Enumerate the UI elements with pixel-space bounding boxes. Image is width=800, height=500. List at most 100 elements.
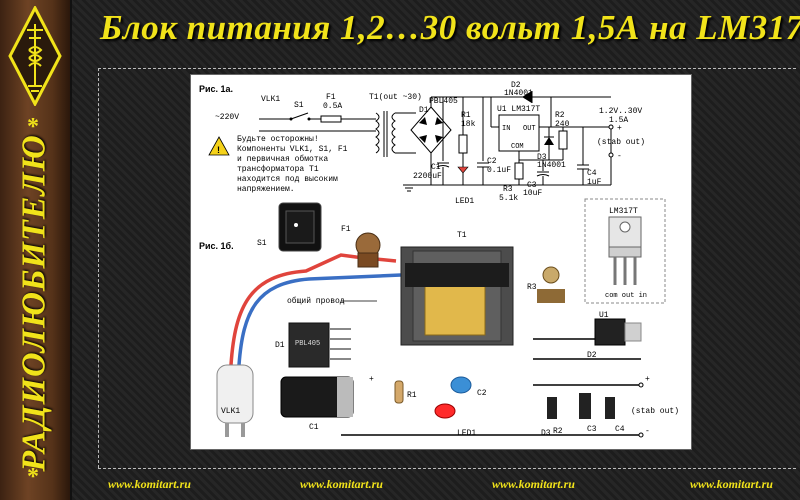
output-range: 1.2V..30V bbox=[599, 107, 642, 116]
d2-label-b: D2 bbox=[587, 351, 597, 360]
vlk1-label-b: VLK1 bbox=[221, 407, 240, 416]
r2-label-a: R2 bbox=[555, 111, 565, 120]
capacitor-c1 bbox=[280, 376, 354, 418]
r3-value: 5.1k bbox=[499, 194, 518, 203]
u1-label-a: U1 LM317T bbox=[497, 105, 540, 114]
schematic-wires bbox=[259, 91, 612, 186]
stab-out-a: (stab out) bbox=[597, 138, 645, 147]
footer-link-1[interactable]: www.komitart.ru bbox=[108, 477, 191, 491]
footer-link-3[interactable]: www.komitart.ru bbox=[492, 477, 575, 491]
mains-wires bbox=[229, 253, 413, 366]
fig-b-label: Рис. 1б. bbox=[199, 241, 234, 251]
d3-part: 1N4001 bbox=[537, 161, 566, 170]
s1-label-b: S1 bbox=[257, 239, 267, 248]
bridge-diodes bbox=[419, 117, 443, 143]
u1-pin-out: OUT bbox=[523, 125, 536, 133]
stab-out-b: (stab out) bbox=[631, 407, 679, 416]
r1-value: 18k bbox=[461, 120, 476, 129]
output-plus-a: + bbox=[617, 124, 622, 133]
warning-line-1: Будьте осторожны! bbox=[237, 135, 319, 144]
site-name-text: РАДИОЛЮБИТЕЛЮ bbox=[16, 133, 53, 472]
schematic-drawing: Рис. 1a. VLK1 ~220V bbox=[199, 81, 679, 438]
u1-label-b: U1 bbox=[599, 311, 609, 320]
vlk1-label-a: VLK1 bbox=[261, 95, 280, 104]
footer-link-4[interactable]: www.komitart.ru bbox=[690, 477, 773, 491]
r2-value: 240 bbox=[555, 120, 570, 129]
common-wire-label: общий провод bbox=[287, 297, 345, 306]
u1-pin-com: COM bbox=[511, 143, 524, 151]
switch-s1-symbol bbox=[289, 112, 311, 121]
r1-label-a: R1 bbox=[461, 111, 471, 120]
pinout-pins: com out in bbox=[605, 292, 647, 300]
u1-pin-in: IN bbox=[502, 125, 510, 133]
d2-part: 1N4001 bbox=[504, 89, 533, 98]
f1-label-b: F1 bbox=[341, 225, 351, 234]
output-plus-b: + bbox=[645, 375, 650, 384]
site-name[interactable]: РАДИОЛЮБИТЕЛЮ bbox=[14, 120, 56, 485]
d3-label-b: D3 bbox=[541, 429, 551, 438]
mains-plug bbox=[216, 364, 254, 437]
stitch-line-bottom bbox=[98, 468, 796, 469]
resistor-r1 bbox=[394, 380, 404, 404]
warning-line-3: и первичная обмотка bbox=[237, 155, 328, 164]
board-caps bbox=[547, 393, 615, 419]
terminal-plus-b bbox=[638, 382, 644, 388]
asterisk-top: * bbox=[27, 114, 39, 140]
warning-icon: ! bbox=[208, 136, 230, 156]
lm317t-pinout bbox=[584, 198, 666, 304]
footer-link-2[interactable]: www.komitart.ru bbox=[300, 477, 383, 491]
c3-value: 10uF bbox=[523, 189, 542, 198]
output-minus-a: - bbox=[617, 152, 622, 161]
asterisk-bottom: * bbox=[27, 464, 39, 490]
potentiometer-r3 bbox=[537, 266, 565, 303]
capacitor-c2 bbox=[450, 376, 472, 394]
warning-line-2: Компоненты VLK1, S1, F1 bbox=[237, 145, 348, 154]
d1-part: PBL405 bbox=[429, 97, 458, 106]
r1-label-b: R1 bbox=[407, 391, 417, 400]
bridge-part-b: PBL405 bbox=[295, 340, 320, 348]
ground-symbol bbox=[403, 184, 415, 192]
fuse-f1-symbol bbox=[320, 115, 342, 123]
led1-label-a: LED1 bbox=[455, 197, 474, 206]
fig-a-label: Рис. 1a. bbox=[199, 84, 233, 94]
output-minus-b: - bbox=[645, 427, 650, 436]
regulator-u1 bbox=[594, 318, 642, 346]
t1-label-b: T1 bbox=[457, 231, 467, 240]
c3-label-b: C3 bbox=[587, 425, 597, 434]
stitch-line-left bbox=[98, 68, 99, 468]
c4-value: 1uF bbox=[587, 178, 602, 187]
c2-label-b: C2 bbox=[477, 389, 487, 398]
f1-label: F1 bbox=[326, 93, 336, 102]
page-title: Блок питания 1,2…30 вольт 1,5А на LM317. bbox=[100, 8, 800, 47]
c1-label-a: C1 bbox=[431, 163, 441, 172]
r2-label-b: R2 bbox=[553, 427, 563, 436]
rocker-switch bbox=[278, 202, 322, 252]
output-current: 1.5A bbox=[609, 116, 628, 125]
c1-value: 2200uF bbox=[413, 172, 442, 181]
d1-label-b: D1 bbox=[275, 341, 285, 350]
stitch-line-top bbox=[98, 68, 796, 69]
c3-label-a: C3 bbox=[527, 181, 537, 190]
fuse-holder bbox=[355, 232, 381, 268]
c2-value: 0.1uF bbox=[487, 166, 511, 175]
c2-label-a: C2 bbox=[487, 157, 497, 166]
svg-text:!: ! bbox=[217, 145, 220, 155]
pinout-title: LM317T bbox=[609, 207, 638, 216]
t1-label-a: T1(out ~30) bbox=[369, 93, 422, 102]
warning-text: Будьте осторожны! Компоненты VLK1, S1, F… bbox=[237, 135, 348, 194]
r3-label-a: R3 bbox=[503, 185, 513, 194]
led1-symbol bbox=[457, 166, 469, 174]
d2-label-a: D2 bbox=[511, 81, 521, 90]
mains-label: ~220V bbox=[215, 113, 239, 122]
warning-line-5: находится под высоким bbox=[237, 175, 338, 184]
c4-label-b: C4 bbox=[615, 425, 625, 434]
antenna-logo-icon bbox=[8, 6, 62, 106]
led-red bbox=[434, 403, 456, 419]
d1-label-a: D1 bbox=[419, 106, 429, 115]
f1-value: 0.5A bbox=[323, 102, 342, 111]
terminal-minus-b bbox=[638, 432, 644, 438]
sidebar: * РАДИОЛЮБИТЕЛЮ * bbox=[0, 0, 72, 500]
d3-label-a: D3 bbox=[537, 153, 547, 162]
warning-line-4: трансформатора Т1 bbox=[237, 165, 319, 174]
output-board-wires bbox=[341, 338, 641, 436]
